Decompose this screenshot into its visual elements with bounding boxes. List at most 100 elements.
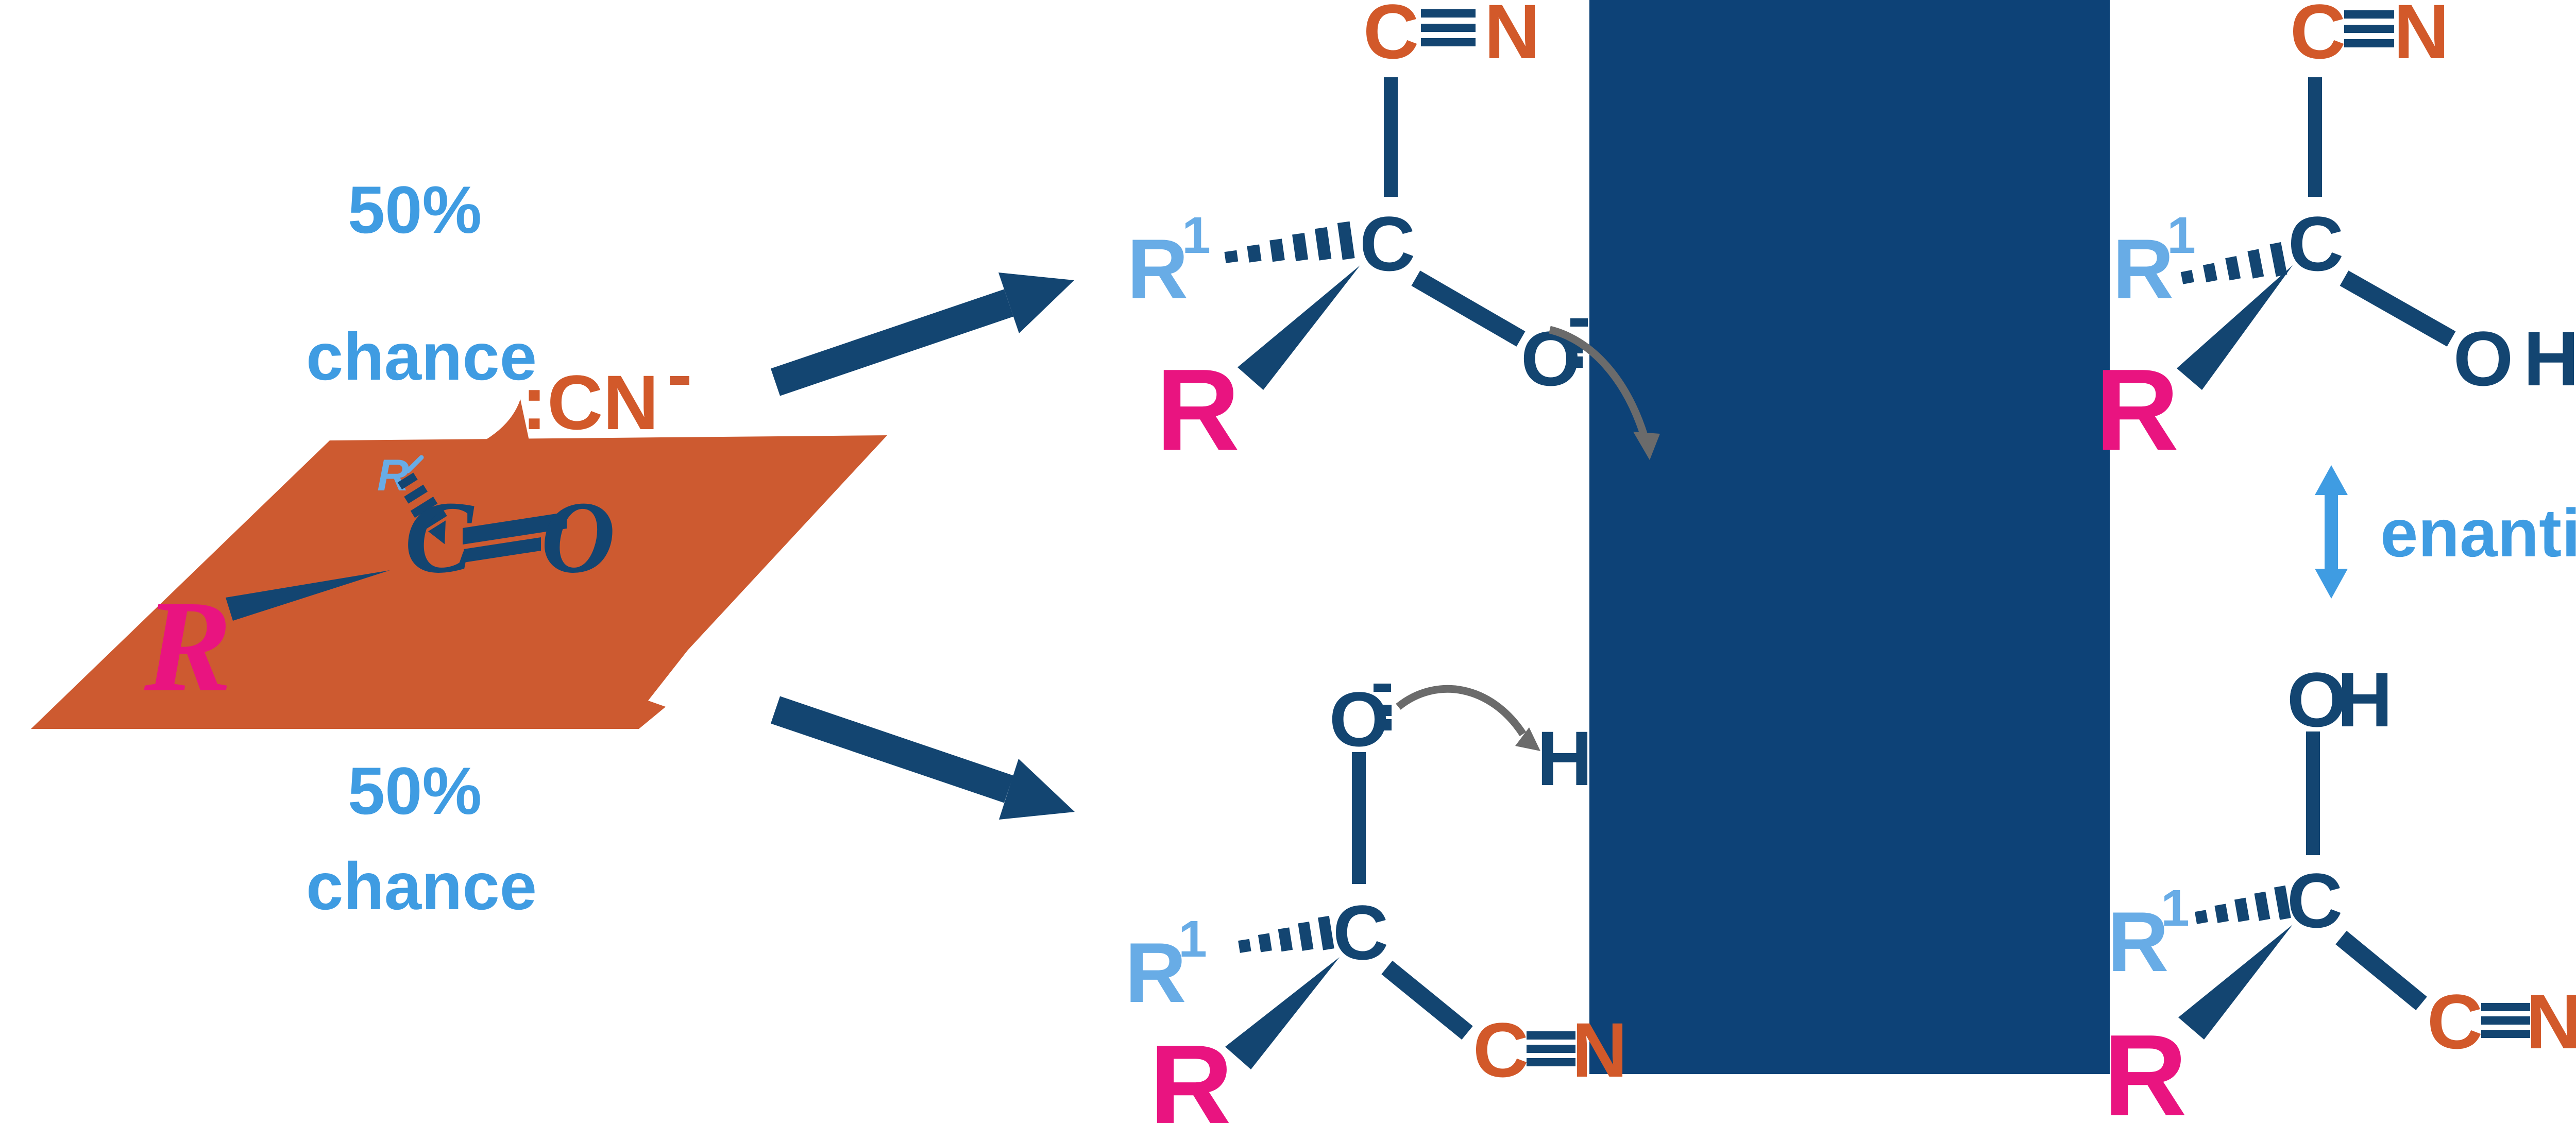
lower-arrow-head bbox=[999, 759, 1075, 820]
curly-arrow-path bbox=[1396, 685, 1527, 737]
cyanide-minus-charge bbox=[670, 376, 689, 385]
central-c: C bbox=[2288, 200, 2344, 287]
c-cn-bond bbox=[1381, 960, 1473, 1040]
upper-arrow-shaft bbox=[770, 289, 1014, 396]
triple-bond-bar bbox=[1421, 24, 1476, 32]
lower-branch-arrow bbox=[770, 696, 1075, 820]
r1-label: R bbox=[1127, 222, 1188, 316]
carbonyl-double-bond-lower bbox=[464, 537, 541, 563]
lone-pair-dot bbox=[1572, 356, 1583, 368]
triple-bond-bar bbox=[1421, 38, 1476, 46]
solid-wedge-bond bbox=[1238, 265, 1360, 390]
solid-wedge-bond bbox=[1225, 957, 1340, 1069]
plane-r-label: R bbox=[144, 574, 232, 719]
enantiomers-text: enantiomers bbox=[2380, 495, 2576, 571]
triple-bond-bar bbox=[1527, 1045, 1575, 1053]
top-probability-text: 50% bbox=[348, 172, 482, 247]
triple-bond-bar bbox=[2344, 25, 2394, 33]
triple-bond-bar bbox=[1527, 1058, 1575, 1066]
plane-r-prime-label: R bbox=[377, 451, 409, 500]
hashed-wedge-bond bbox=[1224, 221, 1355, 263]
triple-bond-bar bbox=[2481, 1003, 2530, 1011]
nitrile-c: C bbox=[1363, 0, 1419, 75]
prime-tick bbox=[405, 455, 424, 473]
nitrile-c: C bbox=[2290, 0, 2346, 75]
carbonyl-plane: R C O R bbox=[31, 399, 887, 729]
double-arrow-head-up bbox=[2315, 465, 2348, 495]
nitrile-n: N bbox=[1484, 0, 1540, 75]
r1-superscript: 1 bbox=[2161, 879, 2190, 937]
triple-bond-bar bbox=[2481, 1030, 2530, 1038]
bottom-middle-nitrile: C N bbox=[1473, 1007, 1628, 1093]
triple-bond-bar bbox=[2481, 1016, 2530, 1025]
hydroxyl-o: O bbox=[2453, 315, 2514, 402]
central-c: C bbox=[1360, 200, 1415, 287]
r1-label: R bbox=[2112, 222, 2174, 316]
o-c-bond bbox=[1352, 752, 1366, 884]
nitrile-n: N bbox=[2394, 0, 2449, 75]
top-chance-label: 50% chance bbox=[306, 172, 537, 394]
c-cn-bond bbox=[2335, 930, 2427, 1011]
bottom-probability-text: 50% bbox=[348, 753, 482, 828]
top-proton-transfer-arrow bbox=[1549, 326, 1660, 460]
r1-label: R bbox=[2107, 894, 2168, 989]
solid-wedge-bond bbox=[2178, 925, 2293, 1040]
nitrile-c: C bbox=[2427, 978, 2483, 1065]
cyanide-ion-text: :CN bbox=[521, 359, 659, 446]
alkoxide-minus-charge bbox=[1374, 684, 1391, 692]
triple-bond-bar bbox=[2344, 39, 2394, 47]
r-label: R bbox=[2095, 345, 2179, 474]
upper-arrow-head bbox=[998, 273, 1074, 333]
lone-pair-dot bbox=[1381, 719, 1392, 730]
c-cn-bond bbox=[2308, 77, 2322, 197]
curly-arrow-head bbox=[1633, 432, 1660, 460]
upper-branch-arrow bbox=[770, 273, 1074, 396]
hashed-wedge-bond bbox=[2180, 242, 2287, 284]
curly-arrow-path bbox=[1549, 326, 1649, 438]
enantiomers-relationship: enantiomers bbox=[2315, 465, 2576, 599]
r1-superscript: 1 bbox=[1182, 207, 1211, 264]
r-label: R bbox=[1156, 345, 1240, 474]
r-label: R bbox=[2104, 1010, 2188, 1123]
cyanide-ion-label: :CN bbox=[521, 359, 689, 446]
c-oh-bond bbox=[2340, 270, 2456, 347]
bottom-chance-label: 50% chance bbox=[306, 753, 537, 924]
bottom-chance-word: chance bbox=[306, 848, 537, 924]
lower-arrow-shaft bbox=[770, 696, 1014, 803]
hydroxyl-o: O bbox=[2287, 656, 2347, 743]
hashed-wedge-bond bbox=[1238, 915, 1334, 953]
alkoxide-minus-charge bbox=[1570, 318, 1588, 327]
plane-hashed-wedge-bond bbox=[397, 472, 447, 545]
solid-wedge-bond bbox=[2177, 265, 2293, 390]
hashed-wedge-bond bbox=[2194, 885, 2291, 924]
divider-rectangle bbox=[1589, 0, 2110, 1074]
lone-pair-dot bbox=[1381, 705, 1392, 716]
o-c-bond bbox=[2306, 731, 2320, 855]
bottom-right-cyanohydrin-structure: O H C R 1 R C N bbox=[2104, 656, 2576, 1123]
plane-solid-wedge-bond bbox=[226, 570, 390, 621]
triple-bond-bar bbox=[2344, 10, 2394, 19]
triple-bond-bar bbox=[1527, 1031, 1575, 1040]
central-c: C bbox=[1333, 889, 1388, 976]
c-cn-bond bbox=[1384, 77, 1398, 197]
r1-superscript: 1 bbox=[2167, 207, 2196, 264]
plane-wedge-tip bbox=[428, 520, 446, 545]
nitrile-n: N bbox=[1572, 1007, 1628, 1093]
bottom-proton-transfer-arrow bbox=[1396, 685, 1540, 751]
attack-trajectory-sail bbox=[446, 399, 533, 457]
nitrile-c: C bbox=[1473, 1007, 1529, 1093]
top-middle-alkoxide-structure: C N C R 1 R O bbox=[1127, 0, 1588, 474]
hydroxyl-h: H bbox=[2337, 656, 2393, 743]
hydroxyl-h: H bbox=[2523, 315, 2576, 402]
triple-bond-bar bbox=[1421, 9, 1476, 18]
central-c: C bbox=[2287, 857, 2343, 944]
c-o-bond bbox=[1411, 270, 1526, 347]
top-chance-word: chance bbox=[306, 319, 537, 394]
carbonyl-double-bond-upper bbox=[463, 512, 567, 545]
curly-arrow-head bbox=[1515, 727, 1540, 751]
proton-h: H bbox=[1537, 715, 1592, 802]
r1-superscript: 1 bbox=[1178, 910, 1207, 968]
plane-surface bbox=[31, 435, 887, 729]
bottom-middle-alkoxide-structure: O C R 1 R H bbox=[1125, 676, 1592, 1123]
